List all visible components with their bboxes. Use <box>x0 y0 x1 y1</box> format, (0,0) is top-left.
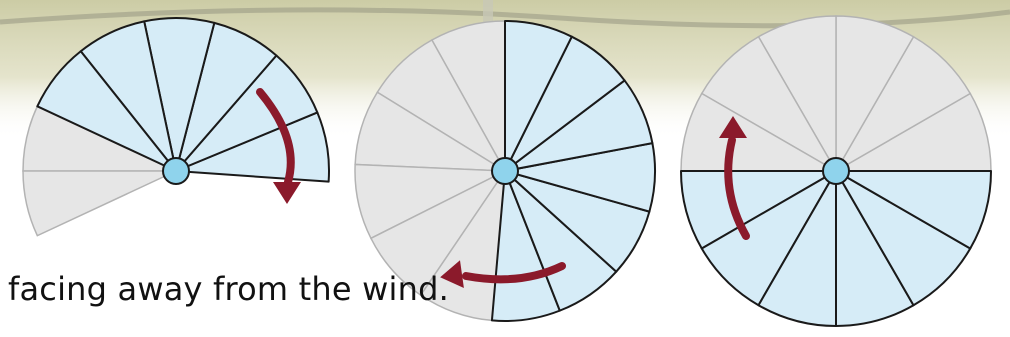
caption-text: facing away from the wind. <box>8 270 449 308</box>
hub <box>823 158 849 184</box>
hub <box>492 158 518 184</box>
clockwise-down-arrow-head <box>273 182 301 204</box>
hidden-blade <box>23 171 176 236</box>
hub <box>163 158 189 184</box>
